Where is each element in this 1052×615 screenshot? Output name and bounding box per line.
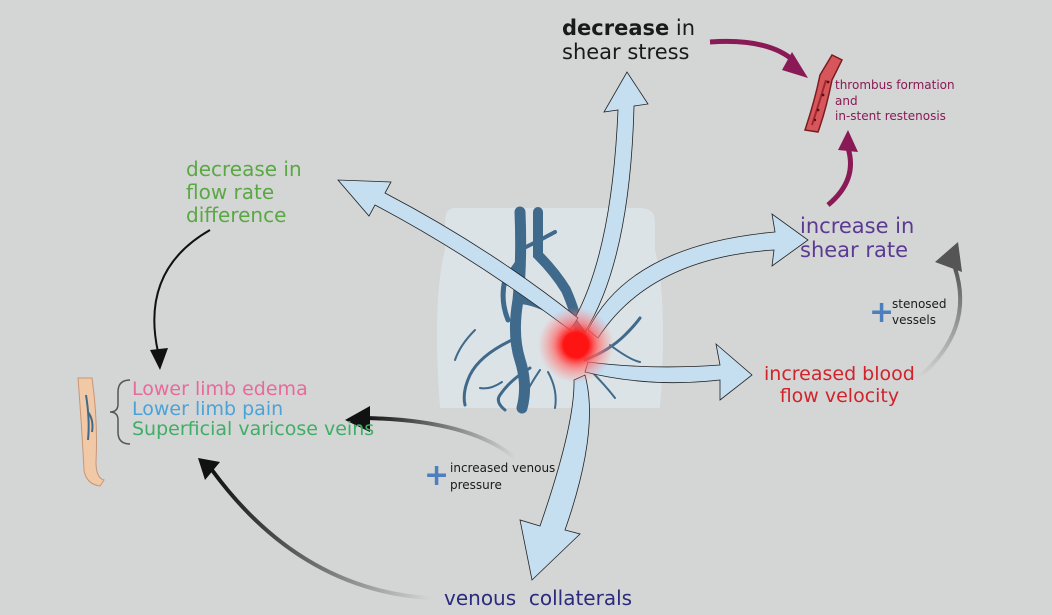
shear-stress-label: decrease in shear stress [562,16,696,65]
black-curve-bottom [198,458,431,600]
grey-curve [916,242,963,380]
arrow-down [519,374,590,581]
black-curve-pressure [345,406,517,460]
shear-rate-label: increase in shear rate [800,214,915,263]
thrombus-label: thrombus formation and in-stent restenos… [835,78,955,124]
plus-stenosed: + [869,295,895,330]
symptom-varicose: Superficial varicose veins [132,417,375,440]
blood-velocity-label: increased blood flow velocity [764,363,915,407]
stenosis-glow [538,307,614,383]
symptom-pain: Lower limb pain [132,397,284,420]
black-curve-left [150,229,211,370]
arrow-up [574,71,649,333]
stent-vessel-icon [804,54,844,133]
symptom-list: Lower limb edema Lower limb pain Superfi… [132,378,375,440]
venous-collaterals-label: venous collaterals [444,586,633,610]
arrow-velocity [584,342,753,401]
flow-rate-difference-label: decrease in flow rate difference [186,157,302,227]
stenosed-vessels-label: stenosed vessels [892,297,947,327]
arrow-shear-rate [587,213,809,339]
plus-pressure: + [424,458,450,493]
symptom-bracket [109,379,131,445]
leg-icon [77,377,105,487]
purple-arrowheads [782,52,858,152]
venous-pressure-label: increased venous pressure [450,461,556,492]
symptom-edema: Lower limb edema [132,378,308,400]
